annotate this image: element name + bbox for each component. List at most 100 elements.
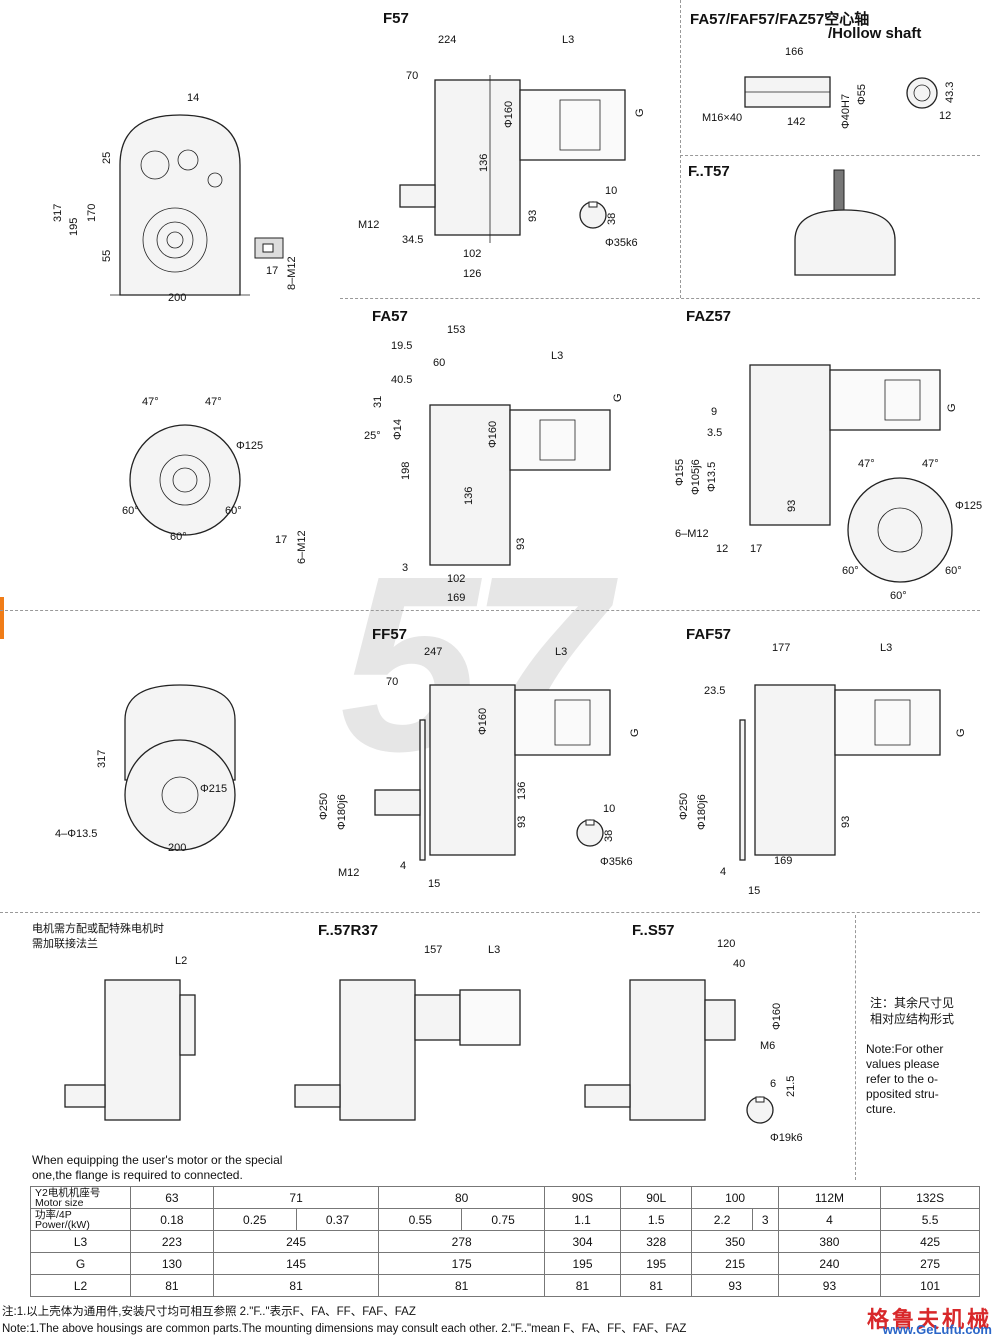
- table-cell: 0.37: [295, 1208, 380, 1231]
- separator: [0, 610, 980, 611]
- separator: [340, 298, 980, 299]
- dim-40-5: 40.5: [391, 374, 413, 386]
- dim-31: 31: [372, 395, 384, 408]
- dim-9: 9: [711, 406, 718, 418]
- dim-43-3: 43.3: [944, 81, 956, 103]
- title-faf57: FAF57: [686, 626, 732, 643]
- faz57-flange-drawing: [847, 477, 953, 583]
- table-cell: 240: [777, 1252, 882, 1275]
- dim-g: G: [634, 108, 646, 117]
- dim-g-fa57: G: [612, 393, 624, 402]
- bolt-section-drawing: [254, 237, 284, 259]
- table-cell: 425: [880, 1230, 980, 1253]
- f57-side-drawing: [399, 75, 626, 243]
- dim-102: 102: [463, 248, 482, 260]
- dim-200-ff: 200: [168, 842, 187, 854]
- faf57-drawing: [739, 684, 941, 861]
- table-cell: 350: [691, 1230, 779, 1253]
- orange-edge-marker: [0, 597, 4, 639]
- dim-19-5: 19.5: [391, 340, 413, 352]
- dim-47-faz-left: 47°: [858, 458, 875, 470]
- dim-6-m12: 6–M12: [296, 530, 308, 564]
- dim-60-faz-right: 60°: [945, 565, 962, 577]
- dim-317: 317: [52, 203, 64, 222]
- dim-phi160-fs: Φ160: [771, 1002, 783, 1030]
- dim-6: 6: [770, 1078, 777, 1090]
- brand-url: www.GeLufu.com: [882, 1322, 992, 1337]
- dim-phi160: Φ160: [503, 100, 515, 128]
- table-cell: 223: [130, 1230, 214, 1253]
- table-cell: 3: [751, 1208, 779, 1231]
- flange-view-drawing: [129, 424, 241, 536]
- dim-93-fa57: 93: [515, 537, 527, 550]
- dim-47-right: 47°: [205, 396, 222, 408]
- dim-8-m12: 8–M12: [286, 256, 298, 290]
- dim-phi215: Φ215: [200, 783, 228, 795]
- dim-m6: M6: [760, 1040, 776, 1052]
- dim-l3-faf: L3: [880, 642, 893, 654]
- dim-4-phi13-5: 4–Φ13.5: [55, 828, 98, 840]
- dim-phi250-ff: Φ250: [318, 792, 330, 820]
- ff57-side-drawing: [374, 684, 611, 861]
- dim-23-5: 23.5: [704, 685, 726, 697]
- dim-12-faz: 12: [716, 543, 729, 555]
- dim-10: 10: [605, 185, 618, 197]
- ff57-front-drawing: [124, 684, 236, 851]
- note-motor-en-1: When equipping the user's motor or the s…: [32, 1153, 283, 1167]
- fs57-drawing: [584, 979, 736, 1121]
- dim-60: 60: [433, 357, 446, 369]
- dim-93-faz57: 93: [786, 499, 798, 512]
- dim-l3-ff: L3: [555, 646, 568, 658]
- dim-169: 169: [447, 592, 466, 604]
- front-view-drawing: [110, 114, 250, 296]
- dim-phi19k6: Φ19k6: [770, 1132, 803, 1144]
- table-cell: 0.18: [130, 1208, 214, 1231]
- dim-60-deg-right: 60°: [225, 505, 242, 517]
- dim-47-faz-right: 47°: [922, 458, 939, 470]
- dim-21-5: 21.5: [785, 1075, 797, 1097]
- table-cell: 1.1: [543, 1208, 621, 1231]
- dim-198: 198: [400, 461, 412, 480]
- dim-126: 126: [463, 268, 482, 280]
- dim-3-5: 3.5: [707, 427, 723, 439]
- table-cell: 101: [880, 1274, 980, 1297]
- dim-17-faz: 17: [750, 543, 763, 555]
- table-cell: 4: [777, 1208, 882, 1231]
- title-f57r37: F..57R37: [318, 922, 379, 939]
- table-cell: 215: [691, 1252, 779, 1275]
- dim-14: 14: [187, 92, 200, 104]
- dim-phi180j6-ff: Φ180j6: [336, 794, 348, 830]
- note-line: refer to the o-: [866, 1072, 939, 1086]
- table-cell: 145: [212, 1252, 380, 1275]
- ft57-drawing: [794, 169, 896, 276]
- table-cell: 130: [130, 1252, 214, 1275]
- dim-70-ff: 70: [386, 676, 399, 688]
- separator: [855, 915, 856, 1180]
- note-motor-cn-2: 需加联接法兰: [32, 938, 98, 950]
- dim-phi125-faz: Φ125: [955, 500, 983, 512]
- table-cell: 0.55: [378, 1208, 463, 1231]
- title-faz57: FAZ57: [686, 308, 732, 325]
- separator: [680, 0, 681, 298]
- dim-195: 195: [68, 217, 80, 236]
- dim-25-deg: 25°: [364, 430, 381, 442]
- table-cell: 380: [777, 1230, 882, 1253]
- dim-60-deg-left: 60°: [122, 505, 139, 517]
- fa57-drawing: [429, 404, 611, 566]
- table-cell: 81: [130, 1274, 214, 1297]
- note-motor-cn-1: 电机需方配或配特殊电机时: [32, 923, 164, 935]
- hollow-shaft-drawing: [744, 76, 831, 108]
- table-cell: 175: [378, 1252, 545, 1275]
- note-motor-en-2: one,the flange is required to connected.: [32, 1168, 243, 1182]
- note-line: pposited stru-: [866, 1087, 939, 1101]
- dim-25: 25: [101, 151, 113, 164]
- title-ft57: F..T57: [688, 163, 730, 180]
- table-cell: 81: [378, 1274, 545, 1297]
- table-cell: 81: [619, 1274, 693, 1297]
- dim-136-fa57: 136: [463, 486, 475, 505]
- table-cell: 328: [619, 1230, 693, 1253]
